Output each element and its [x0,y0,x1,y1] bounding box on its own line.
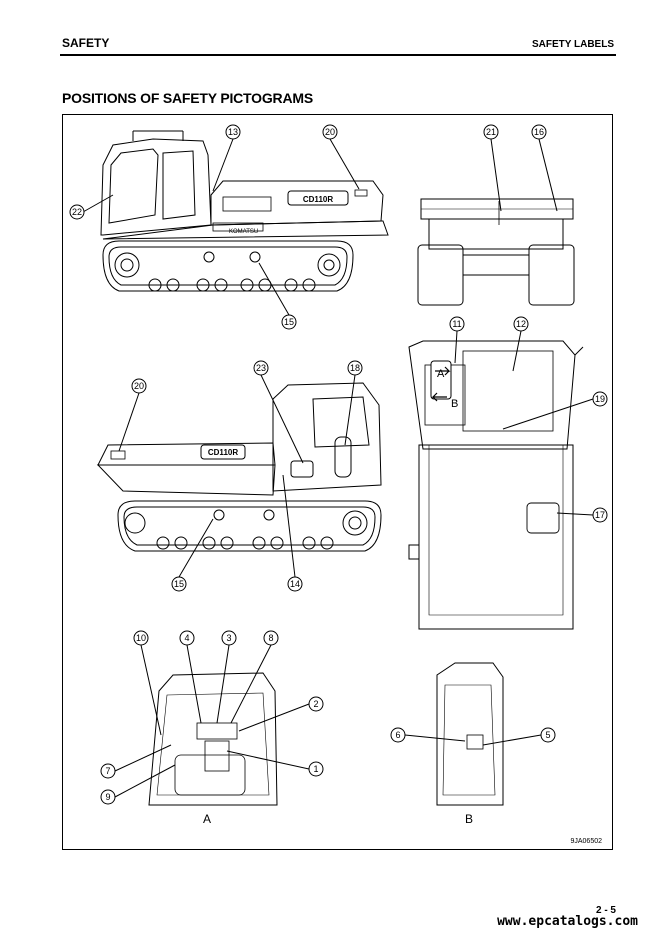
callout-21: 21 [486,127,496,137]
callout-11: 11 [452,319,461,329]
callout-2: 2 [313,699,318,709]
figure-reference-code: 9JA06502 [570,838,602,845]
callout-16: 16 [534,127,544,137]
rear-view [417,198,575,306]
callout-5: 5 [545,730,550,740]
callout-18: 18 [350,363,360,373]
callout-15-mid: 15 [174,579,184,589]
callout-9: 9 [105,792,110,802]
callout-7: 7 [105,766,110,776]
callout-4: 4 [184,633,189,643]
callout-1: 1 [313,764,318,774]
callout-12: 12 [516,319,526,329]
topic-heading: SAFETY LABELS [531,39,614,50]
callout-23: 23 [256,363,266,373]
page-number: 2 - 5 [595,905,616,916]
callouts: 13 20 22 15 21 16 11 [69,124,608,805]
callout-15-top: 15 [284,317,294,327]
callout-10: 10 [136,633,146,643]
callout-13: 13 [228,127,238,137]
inset-letter-a: A [437,368,445,380]
callout-22: 22 [72,207,82,217]
section-heading: SAFETY [62,36,110,50]
left-side-view [100,130,389,292]
callout-19: 19 [595,394,605,404]
cab-view-b [436,662,504,806]
callout-8: 8 [268,633,273,643]
callout-14: 14 [290,579,300,589]
model-badge-top: CD110R [303,195,333,204]
callout-6: 6 [395,730,400,740]
callout-17: 17 [595,510,605,520]
right-side-view [96,382,382,552]
view-label-a: A [203,812,212,826]
top-view: A B [408,340,584,630]
callout-20-mid: 20 [134,381,144,391]
model-badge-mid: CD110R [208,448,238,457]
cab-view-a [148,672,278,806]
callout-20-top: 20 [325,127,335,137]
brand-logo: KOMATSU [229,229,258,235]
machine-diagram: A B 13 20 [69,124,608,806]
inset-letter-b: B [451,398,458,410]
view-label-b: B [465,812,474,826]
callout-3: 3 [226,633,231,643]
header-rule [60,54,616,56]
page-title: POSITIONS OF SAFETY PICTOGRAMS [62,90,313,106]
figure-frame: A B 13 20 [62,114,613,850]
website-watermark[interactable]: www.epcatalogs.com [497,914,638,929]
